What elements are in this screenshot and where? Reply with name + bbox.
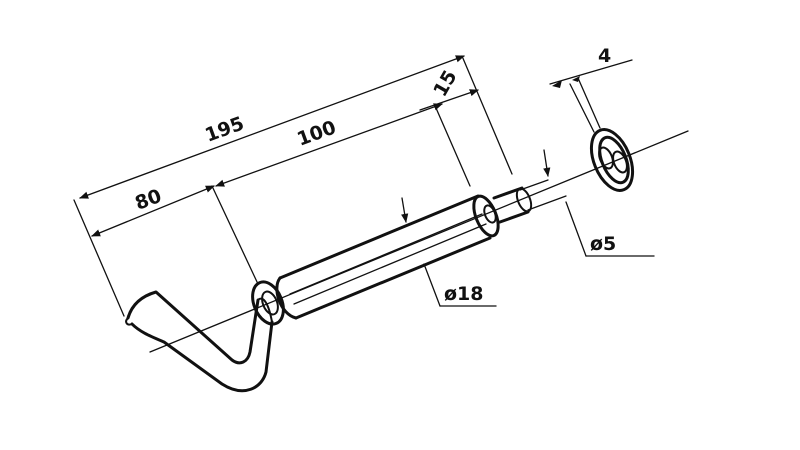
dim-text-tube-diameter: ø18 [444,283,484,305]
dim-line-15 [419,89,479,111]
dim-line-80 [91,185,215,237]
dim-line-195 [79,55,465,199]
collar-ring [251,280,285,326]
dim-text-pin-diameter: ø5 [590,233,616,255]
dim-text-195: 195 [202,112,247,146]
crank-handle [125,290,274,393]
center-axis-line [149,130,689,353]
dim-dot-4 [572,76,580,82]
dim-leader-tube-diameter [401,197,497,307]
dim-arrow-4 [552,80,562,88]
main-tube [275,194,500,320]
dim-line-100 [215,103,443,187]
washer [589,128,635,192]
dim-leader-pin-diameter [519,149,655,257]
dim-text-100: 100 [294,116,339,150]
dim-text-4: 4 [598,45,611,67]
pin [492,186,533,224]
dim-line-4 [549,59,633,85]
dim-text-80: 80 [132,185,164,215]
dim-text-15: 15 [429,67,461,101]
